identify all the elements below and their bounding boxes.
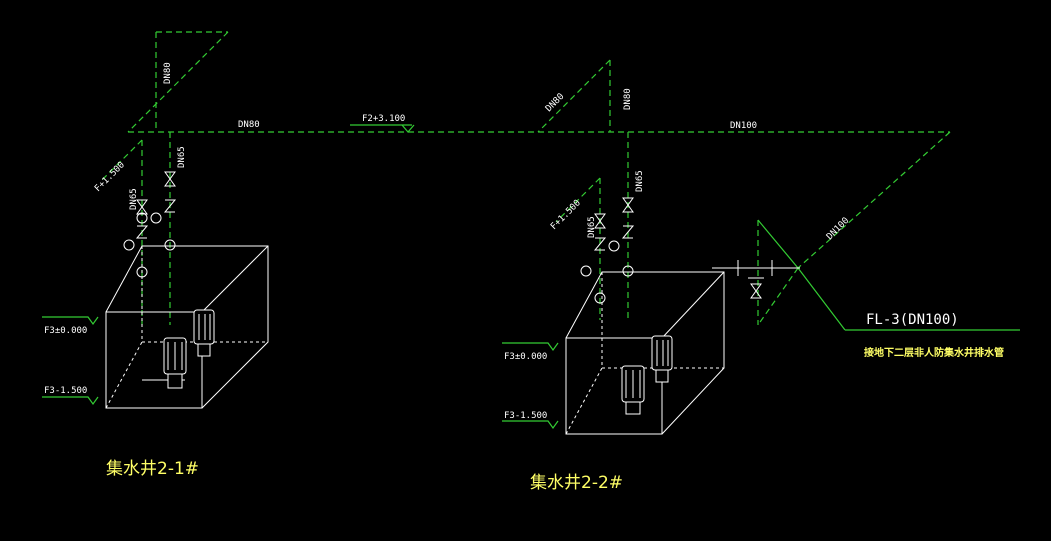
well1-coupling-right xyxy=(164,239,176,251)
well2-f3-bottom-marker xyxy=(502,420,559,430)
right-lower-diagonal xyxy=(757,267,799,326)
well1-pump-2-base xyxy=(197,343,211,357)
label-well2-f3-bottom: F3-1.500 xyxy=(504,411,547,421)
label-dn100-main-right: DN100 xyxy=(730,121,757,131)
well1-pump-1 xyxy=(163,337,187,389)
well2-bypass-valve xyxy=(750,283,762,299)
fl3-note: 接地下二层非人防集水井排水管 xyxy=(864,346,1004,359)
well1-gauge-left xyxy=(123,239,135,251)
pumps xyxy=(163,309,673,415)
well2-check-valve-right xyxy=(621,225,635,239)
label-fl3: FL-3(DN100) xyxy=(866,312,959,328)
well2-fittings xyxy=(580,197,773,304)
well2-check-valve-left xyxy=(593,237,607,251)
well1-gate-valve-right xyxy=(164,171,176,187)
well2-front-face xyxy=(565,337,663,435)
well1-hidden-edge-d xyxy=(105,341,143,409)
well1-pump-2-body xyxy=(193,309,215,345)
well1-front-face xyxy=(105,311,203,409)
well2-pump-2 xyxy=(651,335,673,383)
well1-title: 集水井2-1# xyxy=(106,459,199,479)
label-well2-f3-top: F3±0.000 xyxy=(504,352,547,362)
label-f2-elevation: F2+3.100 xyxy=(362,114,405,124)
well1-box xyxy=(105,245,269,409)
middle-diagonal xyxy=(537,59,611,133)
well1-coupling-left xyxy=(136,266,148,278)
label-well1-f3-bottom: F3-1.500 xyxy=(44,386,87,396)
well2-pump-2-body xyxy=(651,335,673,371)
well2-pump-2-base xyxy=(655,369,669,383)
label-dn80-left-vertical: DN80 xyxy=(163,62,173,84)
solid-pipes xyxy=(350,124,1020,331)
f2-marker xyxy=(401,124,415,133)
well1-pump-1-base xyxy=(167,373,183,389)
well2-gate-valve-right xyxy=(622,197,634,213)
label-dn80-middle-vertical: DN80 xyxy=(623,88,633,110)
left-top-diagonal xyxy=(127,31,229,133)
right-top-slope xyxy=(757,219,799,269)
label-well2-dn65-left: DN65 xyxy=(587,216,597,238)
well2-title: 集水井2-2# xyxy=(530,473,623,493)
well1-gauge-right xyxy=(150,212,162,224)
label-well2-dn65-right: DN65 xyxy=(635,170,645,192)
label-well1-dn65-left: DN65 xyxy=(129,188,139,210)
well2-top-edge xyxy=(661,271,725,339)
well2-vent-diag xyxy=(555,177,601,223)
label-dn80-main-left: DN80 xyxy=(238,120,260,130)
elevation-markers xyxy=(42,124,559,430)
well2-gate-valve-left xyxy=(594,213,606,229)
titles: 集水井2-1# 集水井2-2# 接地下二层非人防集水井排水管 xyxy=(106,346,1004,493)
well2-f3-top-marker xyxy=(502,342,559,352)
well2-coupling-right xyxy=(622,265,634,277)
well1-f3-bottom-marker xyxy=(42,396,99,406)
label-well1-dn65-right: DN65 xyxy=(177,146,187,168)
well1-check-valve-right xyxy=(163,199,177,213)
well2-hidden-edge-d xyxy=(565,367,603,435)
well1-coupling-left-upper xyxy=(136,212,148,224)
well1-gate-valve-left xyxy=(136,199,148,215)
label-well1-f3-top: F3±0.000 xyxy=(44,326,87,336)
well1-check-valve-left xyxy=(135,225,149,239)
right-solid-slope xyxy=(797,267,846,331)
well1-top-edge xyxy=(201,245,269,313)
well1-f3-top-marker xyxy=(42,316,99,326)
well2-coupling-left xyxy=(594,292,606,304)
well2-pump-1 xyxy=(621,365,645,415)
well1-fittings xyxy=(123,171,177,278)
well2-pump-1-base xyxy=(625,401,641,415)
right-diagonal xyxy=(797,131,951,269)
well1-pump-2 xyxy=(193,309,215,357)
well2-gauge-left xyxy=(580,265,592,277)
well2-gauge-right xyxy=(608,240,620,252)
